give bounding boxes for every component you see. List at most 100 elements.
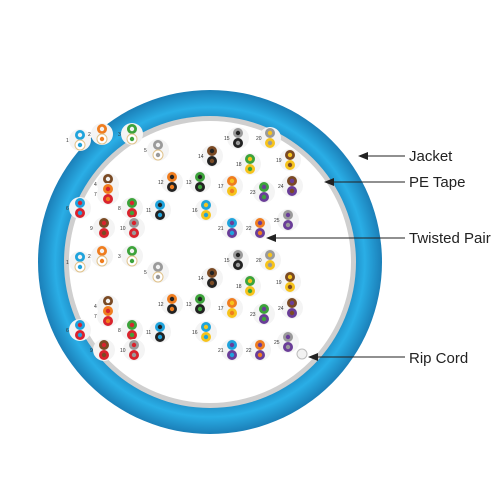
twisted-pair: 20 — [256, 127, 281, 149]
twisted-pair: 10 — [120, 217, 145, 239]
pair-number: 10 — [120, 226, 126, 232]
pair-number: 4 — [94, 304, 97, 310]
pair-number: 14 — [198, 154, 204, 160]
pair-number: 20 — [256, 136, 262, 142]
callout-jacket: Jacket — [358, 148, 453, 165]
pair-number: 7 — [94, 314, 97, 320]
twisted-pair: 21 — [218, 217, 243, 239]
twisted-pair: 14 — [198, 145, 223, 167]
pair-number: 9 — [90, 226, 93, 232]
pair-number: 20 — [256, 258, 262, 264]
twisted-pair: 22 — [246, 217, 271, 239]
pair-number: 16 — [192, 330, 198, 336]
pair-number: 25 — [274, 340, 280, 346]
pair-number: 23 — [250, 312, 256, 318]
twisted-pair: 18 — [236, 275, 261, 297]
twisted-pair: 17 — [218, 297, 243, 319]
pair-number: 24 — [278, 306, 284, 312]
twisted-pair: 19 — [276, 271, 301, 293]
pair-number: 3 — [118, 132, 121, 138]
label-pe-tape: PE Tape — [409, 174, 465, 191]
label-twisted-pair: Twisted Pair — [409, 230, 491, 247]
pair-number: 19 — [276, 280, 282, 286]
twisted-pair: 21 — [218, 339, 243, 361]
pair-number: 19 — [276, 158, 282, 164]
twisted-pair: 22 — [246, 339, 271, 361]
callout-twisted-pair: Twisted Pair — [266, 230, 491, 247]
twisted-pair: 24 — [278, 297, 303, 319]
pair-number: 21 — [218, 226, 224, 232]
twisted-pair: 24 — [278, 175, 303, 197]
pair-number: 12 — [158, 180, 164, 186]
twisted-pair: 8 — [118, 319, 143, 341]
twisted-pair: 23 — [250, 303, 275, 325]
twisted-pair: 17 — [218, 175, 243, 197]
twisted-pair: 15 — [224, 249, 249, 271]
twisted-pair: 18 — [236, 153, 261, 175]
twisted-pair: 13 — [186, 171, 211, 193]
twisted-pair: 12 — [158, 171, 183, 193]
twisted-pair: 1 — [66, 251, 91, 273]
callout-rip-cord: Rip Cord — [308, 350, 468, 367]
twisted-pair: 25 — [274, 209, 299, 231]
twisted-pair: 7 — [94, 305, 119, 327]
pair-number: 14 — [198, 276, 204, 282]
twisted-pair: 9 — [90, 217, 115, 239]
pair-number: 15 — [224, 136, 230, 142]
pair-number: 18 — [236, 162, 242, 168]
twisted-pair: 6 — [66, 319, 91, 341]
label-rip-cord: Rip Cord — [409, 350, 468, 367]
pair-number: 2 — [88, 132, 91, 138]
rip-cord — [296, 348, 308, 360]
twisted-pair: 14 — [198, 267, 223, 289]
pair-number: 23 — [250, 190, 256, 196]
twisted-pair: 2 — [88, 123, 113, 145]
twisted-pair: 16 — [192, 199, 217, 221]
pair-number: 5 — [144, 148, 147, 154]
twisted-pair: 3 — [118, 245, 143, 267]
twisted-pair: 1 — [66, 129, 91, 151]
twisted-pair: 13 — [186, 293, 211, 315]
pair-number: 21 — [218, 348, 224, 354]
pair-number: 7 — [94, 192, 97, 198]
pair-number: 4 — [94, 182, 97, 188]
pair-number: 16 — [192, 208, 198, 214]
twisted-pair: 11 — [146, 199, 171, 221]
pair-number: 6 — [66, 328, 69, 334]
twisted-pair: 23 — [250, 181, 275, 203]
pair-number: 3 — [118, 254, 121, 260]
pair-number: 5 — [144, 270, 147, 276]
pair-number: 17 — [218, 306, 224, 312]
twisted-pair: 11 — [146, 321, 171, 343]
pair-number: 8 — [118, 328, 121, 334]
pair-number: 10 — [120, 348, 126, 354]
pair-number: 6 — [66, 206, 69, 212]
pair-number: 8 — [118, 206, 121, 212]
twisted-pair: 7 — [94, 183, 119, 205]
pair-number: 9 — [90, 348, 93, 354]
twisted-pair: 10 — [120, 339, 145, 361]
pair-number: 24 — [278, 184, 284, 190]
twisted-pair: 3 — [118, 123, 143, 145]
pair-number: 22 — [246, 348, 252, 354]
label-jacket: Jacket — [409, 148, 453, 165]
twisted-pair: 12 — [158, 293, 183, 315]
callout-pe-tape: PE Tape — [324, 174, 465, 191]
pair-number: 1 — [66, 138, 69, 144]
twisted-pair: 5 — [144, 139, 169, 161]
twisted-pair: 15 — [224, 127, 249, 149]
pair-number: 11 — [146, 208, 151, 214]
pair-number: 1 — [66, 260, 69, 266]
pair-number: 15 — [224, 258, 230, 264]
twisted-pair: 9 — [90, 339, 115, 361]
twisted-pair: 8 — [118, 197, 143, 219]
twisted-pair: 25 — [274, 331, 299, 353]
pair-number: 22 — [246, 226, 252, 232]
twisted-pair: 5 — [144, 261, 169, 283]
twisted-pair: 2 — [88, 245, 113, 267]
twisted-pair: 20 — [256, 249, 281, 271]
pair-number: 17 — [218, 184, 224, 190]
twisted-pair: 19 — [276, 149, 301, 171]
